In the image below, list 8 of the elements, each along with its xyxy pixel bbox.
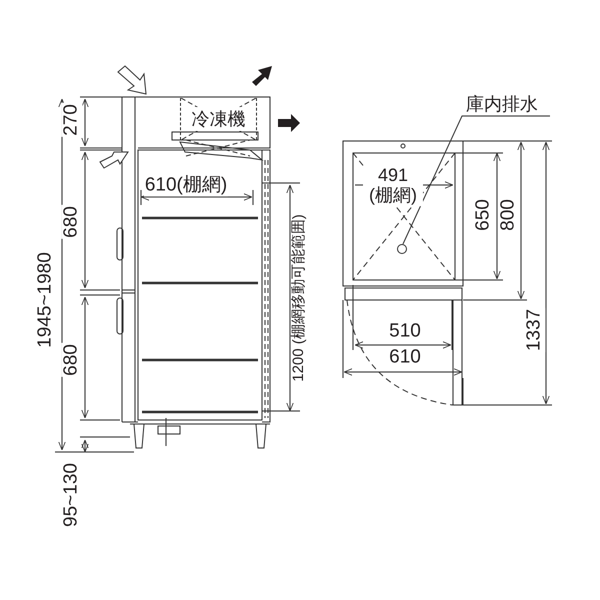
callout-label: 庫内排水 bbox=[466, 92, 538, 116]
leader-line bbox=[402, 116, 550, 244]
drain-hole bbox=[397, 244, 407, 254]
unit-label: 冷凍機 bbox=[190, 107, 248, 131]
dimension-label: 491 (棚網) bbox=[363, 166, 423, 206]
dimension-label: 270 bbox=[62, 103, 82, 137]
dimension-label: 1200 (棚網移動可能範囲) bbox=[290, 213, 308, 383]
dimension-label: 610(棚網) bbox=[144, 176, 228, 196]
